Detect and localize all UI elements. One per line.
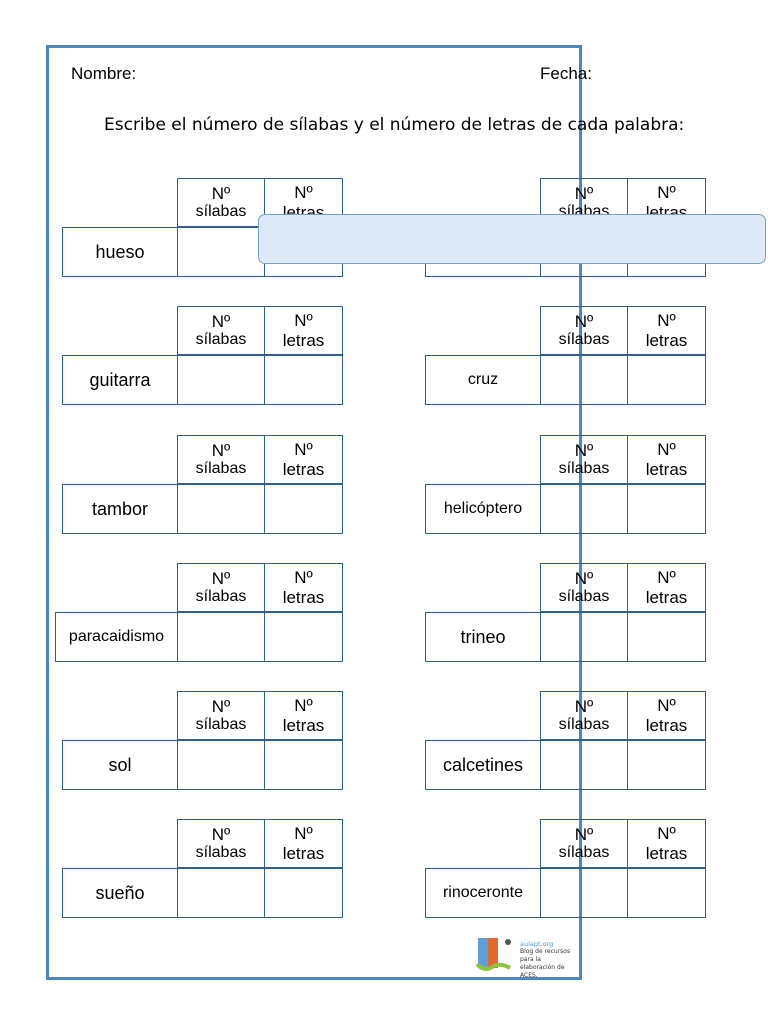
- letters-answer-box[interactable]: [627, 868, 706, 918]
- syllables-answer-box[interactable]: [540, 868, 627, 918]
- syllables-answer-box[interactable]: [177, 868, 264, 918]
- name-label: Nombre:: [71, 64, 137, 83]
- letters-answer-box[interactable]: [627, 355, 706, 405]
- letters-answer-box[interactable]: [264, 355, 343, 405]
- aulapt-logo-icon: [475, 938, 512, 971]
- syllables-answer-box[interactable]: [540, 355, 627, 405]
- syllables-answer-box[interactable]: [177, 612, 264, 662]
- syllables-answer-box[interactable]: [540, 612, 627, 662]
- word-cell: sol: [62, 740, 177, 790]
- word-cell: cruz: [425, 355, 540, 405]
- word-cell: helicóptero: [425, 484, 540, 534]
- letters-answer-box[interactable]: [264, 612, 343, 662]
- syllables-answer-box[interactable]: [177, 740, 264, 790]
- letters-answer-box[interactable]: [627, 484, 706, 534]
- word-cell: guitarra: [62, 355, 177, 405]
- letters-answer-box[interactable]: [264, 740, 343, 790]
- word-cell: calcetines: [425, 740, 540, 790]
- word-cell: sueño: [62, 868, 177, 918]
- syllables-answer-box[interactable]: [177, 355, 264, 405]
- word-cell: rinoceronte: [425, 868, 540, 918]
- syllables-answer-box[interactable]: [540, 484, 627, 534]
- word-cell: tambor: [62, 484, 177, 534]
- syllables-answer-box[interactable]: [177, 227, 264, 277]
- letters-answer-box[interactable]: [627, 740, 706, 790]
- date-label: Fecha:: [540, 64, 592, 83]
- letters-answer-box[interactable]: [627, 612, 706, 662]
- overlay-box[interactable]: [258, 214, 766, 264]
- letters-answer-box[interactable]: [264, 868, 343, 918]
- word-cell: paracaidismo: [55, 612, 177, 662]
- word-cell: hueso: [62, 227, 177, 277]
- syllables-answer-box[interactable]: [540, 740, 627, 790]
- letters-answer-box[interactable]: [264, 484, 343, 534]
- instruction-text: Escribe el número de sílabas y el número…: [104, 115, 685, 135]
- syllables-answer-box[interactable]: [177, 484, 264, 534]
- word-cell: trineo: [425, 612, 540, 662]
- logo-caption: aulapt.org Blog de recursos para la elab…: [520, 940, 571, 979]
- page-frame: [46, 45, 582, 980]
